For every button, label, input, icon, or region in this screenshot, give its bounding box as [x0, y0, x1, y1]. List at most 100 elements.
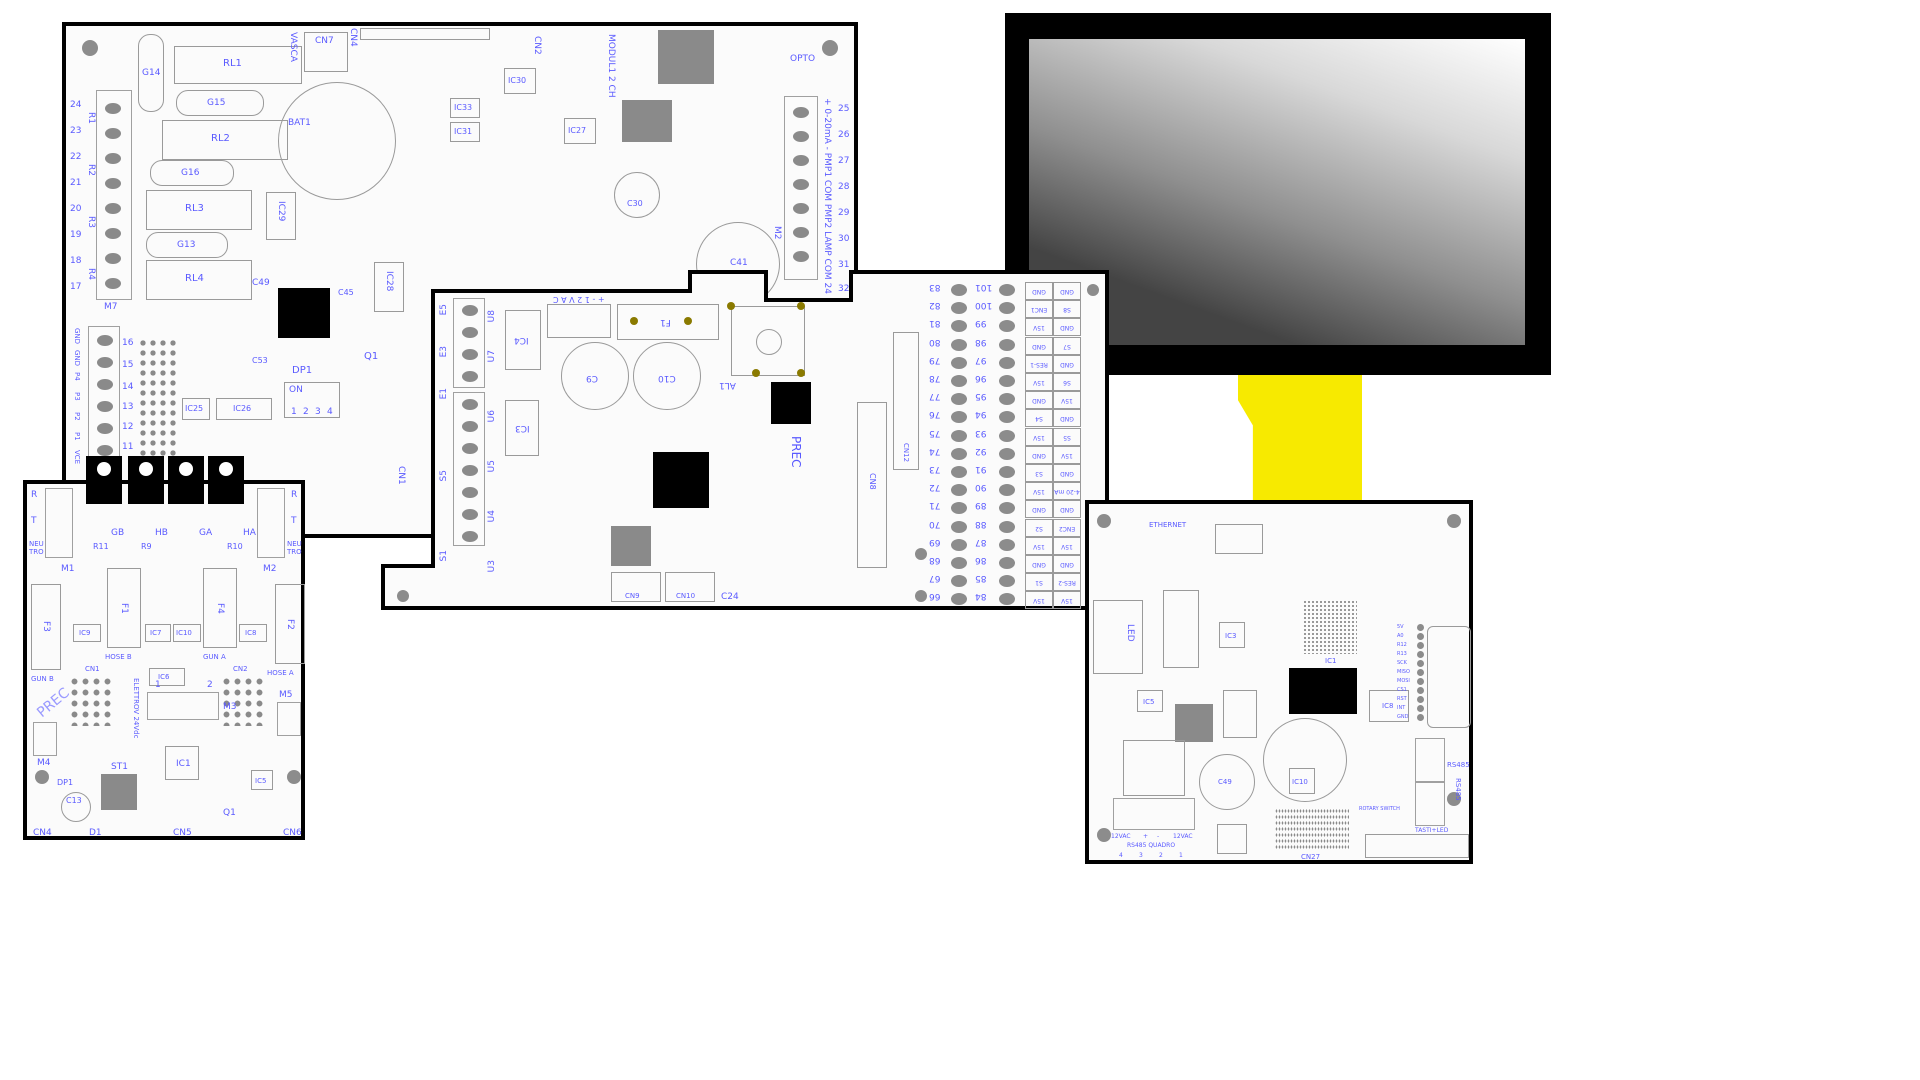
- terminal-number: 25: [838, 104, 850, 114]
- terminal-pin: [951, 429, 967, 442]
- regulator: [1175, 704, 1213, 742]
- connector-label: CN1: [85, 665, 100, 673]
- terminal-cell-label: 88: [975, 518, 987, 529]
- power-transistor: [128, 456, 164, 504]
- motor-label: M5: [279, 690, 293, 700]
- terminal-number: 24: [70, 100, 82, 110]
- terminal-cell-label: ENC2: [1053, 518, 1081, 537]
- terminal-cell-label: 77: [929, 391, 941, 402]
- main-cpu: [653, 452, 709, 508]
- ic: IC4: [505, 310, 541, 370]
- terminal-pin: [999, 593, 1015, 606]
- pin-label: 2: [207, 680, 213, 690]
- terminal-pin: [999, 538, 1015, 551]
- fuse-holder: G13: [146, 232, 228, 258]
- terminal-m4: [33, 722, 57, 756]
- pin-label: MOSI: [1397, 678, 1410, 684]
- pin: [1417, 705, 1424, 712]
- pin: [1417, 687, 1424, 694]
- pin-label: MISO: [1397, 669, 1410, 675]
- terminal-m7: [96, 90, 132, 300]
- term-label: +: [1143, 833, 1149, 840]
- terminal-pin: [999, 520, 1015, 533]
- middle-board-outline: [381, 270, 1109, 610]
- terminal-pin: [999, 284, 1015, 296]
- connector-label: CN27: [1301, 853, 1321, 861]
- terminal-cell-label: 85: [975, 573, 987, 584]
- terminal-cell-label: 96: [975, 373, 987, 383]
- header-pins: [360, 28, 490, 40]
- terminal-cell-label: 90: [975, 482, 987, 493]
- relay: RL3: [146, 190, 252, 230]
- terminal-number: 31: [838, 260, 850, 270]
- terminal-cell-label: 74: [929, 445, 941, 456]
- terminal-pin: [999, 393, 1015, 406]
- terminal-cell-label: 78: [929, 373, 941, 383]
- motor-term-label: T: [291, 516, 297, 526]
- terminal-cell-label: 15V: [1025, 536, 1053, 555]
- terminal-label: U6: [487, 410, 497, 423]
- terminal-right: [784, 96, 818, 280]
- terminal-cell-label: 73: [929, 464, 941, 474]
- rj-connector: [1123, 740, 1185, 796]
- power-input-label: + - 1 2 V A C: [553, 295, 605, 304]
- dip-label: DP1: [57, 778, 74, 787]
- terminal-pin: [999, 447, 1015, 460]
- terminal-number: 17: [70, 282, 82, 292]
- terminal-label: U8: [487, 310, 497, 323]
- terminal-cell-label: GND: [1025, 555, 1053, 573]
- fuse-function-label: GUN B: [31, 675, 54, 683]
- term-title: RS485 QUADRO: [1127, 842, 1176, 849]
- terminal-cell-label: 71: [929, 500, 941, 511]
- fuse-label: F1: [660, 317, 671, 327]
- terminal-cell-label: GND: [1025, 282, 1053, 300]
- ic: IC10: [173, 624, 201, 642]
- terminal-pin: [951, 538, 967, 551]
- power-terminal: [547, 304, 611, 338]
- pin-label: SCK: [1397, 660, 1407, 666]
- terminal-cell-label: 68: [929, 555, 941, 565]
- terminal-number: 22: [70, 152, 82, 162]
- fuse-holder: G16: [150, 160, 234, 186]
- terminal-pin: [999, 466, 1015, 478]
- motor-term-label: NEU TRO: [29, 540, 44, 556]
- capacitor-label: C53: [252, 356, 268, 365]
- terminal-numbers: E1: [439, 388, 449, 400]
- motor-term-label: NEU TRO: [287, 540, 302, 556]
- transistor-label: Q1: [223, 808, 236, 818]
- terminal-cell-label: 67: [929, 573, 941, 584]
- keys-header: [1365, 834, 1469, 858]
- connector-label: CN2: [233, 665, 248, 673]
- led-connector: [1093, 600, 1143, 674]
- terminal-pin: [951, 520, 967, 533]
- ic: IC8: [239, 624, 267, 642]
- relay-label: RL1: [223, 58, 242, 69]
- transistor-label: GA: [199, 528, 213, 538]
- terminal-cell-label: 15V: [1025, 373, 1053, 391]
- connector-cn1: [69, 676, 113, 726]
- led-label: LED: [1125, 624, 1135, 642]
- terminal-cell-label: 86: [975, 555, 987, 565]
- rs485-label: RS485: [1447, 761, 1470, 769]
- terminal-cell-label: GND: [1053, 354, 1081, 373]
- pin: [1417, 714, 1424, 721]
- motor-term-label: T: [31, 516, 37, 526]
- terminal-pin: [951, 356, 967, 369]
- capacitor-label: C41: [730, 258, 748, 268]
- fuse-holder: F1: [617, 304, 719, 340]
- brand-label: PREC: [34, 685, 73, 721]
- relay-label: RL3: [185, 203, 204, 214]
- lcd-screen: [1029, 39, 1525, 345]
- rs485-label: RS485: [1454, 778, 1462, 801]
- terminal-cell-label: S1: [1025, 573, 1053, 592]
- terminal-pin: [999, 411, 1015, 424]
- terminal-cell-label: 15V: [1053, 391, 1081, 410]
- ic: IC28: [374, 262, 404, 312]
- pin: [1417, 678, 1424, 685]
- terminal-cell-label: 15V: [1025, 482, 1053, 501]
- terminal-cell-label: GND: [1053, 409, 1081, 428]
- transistor-label: GB: [111, 528, 125, 538]
- microcontroller: [771, 382, 811, 424]
- connector-label: M7: [104, 302, 118, 312]
- transistor-label: HB: [155, 528, 168, 538]
